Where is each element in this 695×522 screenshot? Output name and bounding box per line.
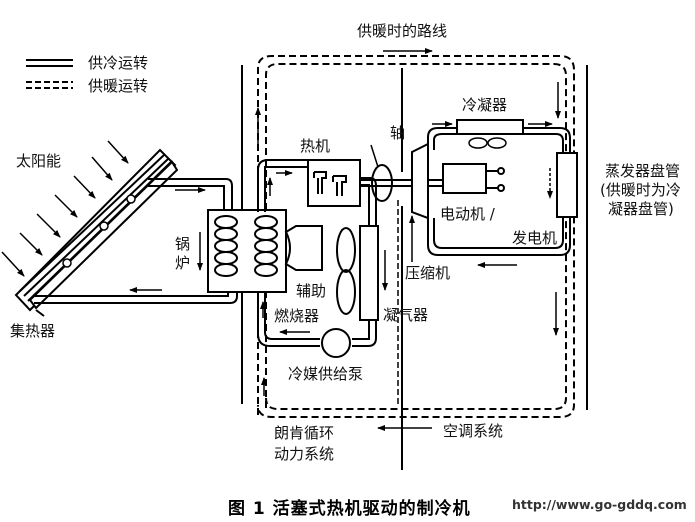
label-compressor: 压缩机 — [405, 264, 451, 282]
motor-generator — [428, 163, 505, 194]
evaporator-coil — [556, 152, 578, 218]
legend-dashed-swatch — [26, 81, 73, 89]
label-aux-burner-line1: 辅助 — [296, 282, 327, 300]
vapor-condenser — [336, 225, 379, 321]
label-vapor-condenser: 凝气器 — [383, 306, 429, 324]
label-motor-line2: 发电机 — [512, 229, 558, 247]
label-condenser: 冷凝器 — [462, 96, 508, 114]
label-rankine-line2: 动力系统 — [274, 445, 335, 463]
legend-label-heating: 供暖运转 — [88, 77, 149, 95]
label-evaporator-line2: (供暖时为冷 — [600, 181, 681, 199]
condenser-box — [456, 119, 524, 135]
label-evaporator-line3: 凝器盘管) — [608, 200, 674, 218]
boiler — [207, 209, 287, 293]
label-solar: 太阳能 — [16, 152, 62, 170]
label-shaft: 轴 — [390, 124, 406, 142]
collector-tubes — [62, 194, 136, 268]
label-boiler: 锅 炉 — [175, 235, 191, 272]
auxiliary-burner — [284, 225, 323, 271]
label-collector: 集热器 — [10, 322, 56, 340]
label-refrigerant-pump: 冷媒供给泵 — [288, 365, 364, 383]
label-heat-engine: 热机 — [300, 137, 331, 155]
legend-label-cooling: 供冷运转 — [88, 54, 149, 72]
label-heating-route: 供暖时的路线 — [357, 22, 448, 40]
heat-engine — [307, 159, 361, 207]
label-evaporator-line1: 蒸发器盘管 — [605, 162, 681, 180]
label-ac-system: 空调系统 — [443, 422, 504, 440]
solar-collector — [14, 148, 179, 317]
figure-caption: 图 1 活塞式热机驱动的制冷机 — [228, 499, 471, 519]
heating-route-loop — [257, 55, 575, 418]
refrigerant-pump — [321, 328, 351, 358]
sun-rays — [1, 140, 129, 277]
legend-solid-swatch — [26, 59, 73, 67]
watermark-url: http://www.go-gddq.com — [512, 497, 687, 512]
shaft — [360, 144, 412, 202]
condenser-fan — [468, 137, 507, 149]
label-aux-burner-line2: 燃烧器 — [274, 307, 320, 325]
compressor — [411, 142, 429, 220]
label-motor-line1: 电动机 / — [440, 205, 495, 223]
label-rankine-line1: 朗肯循环 — [274, 424, 335, 442]
